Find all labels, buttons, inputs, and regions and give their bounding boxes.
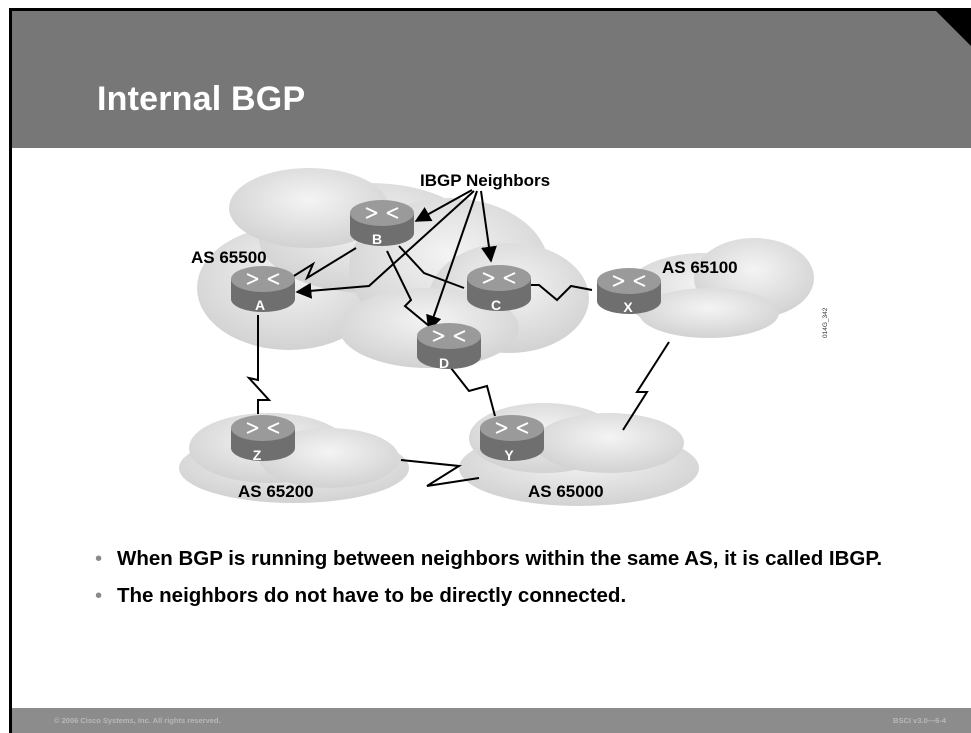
slide: Internal BGP [9,8,971,733]
router-c-label: C [491,297,501,313]
ibgp-arrows [295,189,497,332]
network-links [246,245,670,487]
link-a-b [280,247,357,285]
figure-code: 014G_342 [822,307,829,338]
link-z-y [400,459,480,487]
arrow-to-d [426,190,478,332]
network-diagram: B A C X D Z Y AS 65500 AS 65100 AS 65200… [179,168,829,506]
corner-fold-icon [933,8,971,46]
bullet-icon: • [95,547,103,570]
bullet-item: • The neighbors do not have to be directl… [87,583,907,608]
bullet-icon: • [95,584,103,607]
as-label-65100: AS 65100 [662,258,738,277]
router-d-label: D [439,355,449,371]
arrow-to-a [295,190,475,299]
link-b-d [386,250,435,331]
router-x-label: X [623,299,633,315]
as-label-65500: AS 65500 [191,248,267,267]
router-z-icon [231,415,295,461]
title-bar: Internal BGP [12,11,971,148]
footer-bar: © 2006 Cisco Systems, Inc. All rights re… [12,708,971,733]
page-title: Internal BGP [97,80,306,118]
router-b-label: B [372,231,382,247]
ibgp-neighbors-label: IBGP Neighbors [420,171,550,190]
router-z-label: Z [253,447,262,463]
link-c-x [522,284,593,302]
bullet-text: When BGP is running between neighbors wi… [117,547,883,570]
router-a-icon [231,266,295,312]
course-code: BSCI v3.0—6-4 [893,716,946,725]
arrow-to-b [414,189,473,222]
top-border [9,8,971,11]
router-b-icon [350,200,414,246]
bullet-item: • When BGP is running between neighbors w… [87,546,907,571]
copyright-text: © 2006 Cisco Systems, Inc. All rights re… [54,716,221,725]
bullet-list: • When BGP is running between neighbors w… [87,546,907,620]
router-x-icon [597,268,661,314]
bullet-text: The neighbors do not have to be directly… [117,584,627,607]
router-y-label: Y [504,447,514,463]
router-y-icon [480,415,544,461]
cloud-as-65100 [624,238,814,338]
link-b-c [398,245,465,289]
router-d-icon [417,323,481,369]
link-a-z [246,315,272,414]
router-c-icon [467,265,531,311]
link-x-y [622,341,670,431]
as-label-65000: AS 65000 [528,482,604,501]
link-d-y [450,367,496,417]
left-border [9,8,12,733]
arrow-to-c [480,190,497,263]
router-a-label: A [255,297,265,313]
as-label-65200: AS 65200 [238,482,314,501]
